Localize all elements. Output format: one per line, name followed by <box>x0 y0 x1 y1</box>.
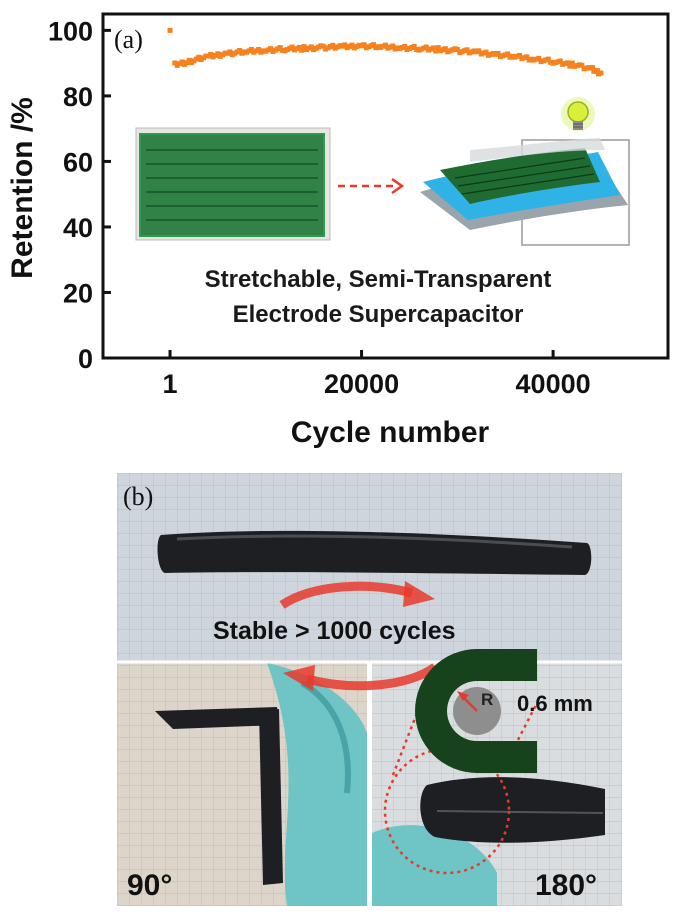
data-point <box>361 42 367 48</box>
data-point <box>167 27 173 33</box>
panel-b-label: (b) <box>123 482 153 511</box>
data-point <box>476 48 482 54</box>
stable-cycles-label: Stable > 1000 cycles <box>213 617 456 645</box>
data-point <box>227 49 233 55</box>
data-point <box>594 68 600 74</box>
data-point <box>248 46 254 52</box>
data-point <box>590 65 596 71</box>
y-tick-label: 100 <box>48 16 93 46</box>
data-point <box>371 42 377 48</box>
y-axis-title: Retention /% <box>6 97 39 279</box>
data-point <box>564 60 570 66</box>
data-point <box>567 63 573 69</box>
data-point <box>296 44 302 50</box>
data-point <box>277 45 283 51</box>
angle-180-label: 180° <box>535 869 597 902</box>
data-point <box>383 42 388 48</box>
light-bulb-icon <box>561 97 595 131</box>
y-tick-label: 80 <box>63 82 93 112</box>
caption-line-1: Stretchable, Semi-Transparent <box>205 266 552 293</box>
data-point <box>268 46 274 52</box>
data-point <box>569 60 575 66</box>
data-point <box>483 49 489 55</box>
panel-a-chart: 0 20 40 60 80 100 1 20000 40000 (a) Retention /… <box>6 12 670 449</box>
electrode-photo-inset <box>135 127 331 241</box>
data-point <box>256 46 262 52</box>
data-point <box>433 48 439 54</box>
data-point <box>236 48 242 54</box>
panel-b-photo: (b) Stable > 1000 cycles R 0.6 mm 90° 18… <box>117 473 622 906</box>
data-point <box>454 47 460 53</box>
data-point <box>299 47 305 53</box>
radius-symbol: R <box>481 690 493 709</box>
data-point <box>430 45 436 51</box>
data-point <box>557 58 563 64</box>
data-point <box>545 56 551 62</box>
data-point <box>435 45 441 51</box>
data-series <box>167 27 604 77</box>
x-axis-title: Cycle number <box>291 416 490 449</box>
y-axis: 0 20 40 60 80 100 <box>48 16 111 374</box>
x-tick-label: 40000 <box>516 369 591 399</box>
data-point <box>349 42 355 48</box>
data-point <box>505 51 511 57</box>
data-point <box>579 62 585 68</box>
data-point <box>320 43 326 49</box>
y-tick-label: 0 <box>78 344 93 374</box>
data-point <box>208 51 214 57</box>
data-point <box>301 44 307 50</box>
y-tick-label: 20 <box>63 278 93 308</box>
angle-90-label: 90° <box>127 869 172 902</box>
x-tick-label: 20000 <box>324 369 399 399</box>
data-point <box>517 52 523 58</box>
y-tick-label: 40 <box>63 213 93 243</box>
caption-line-2: Electrode Supercapacitor <box>233 301 524 328</box>
data-point <box>342 42 348 48</box>
x-tick-label: 1 <box>163 369 178 399</box>
x-axis: 1 20000 40000 <box>163 350 591 399</box>
data-point <box>536 55 542 61</box>
cycle-arrows-icon <box>279 581 438 691</box>
data-point <box>289 44 295 50</box>
data-point <box>402 43 408 49</box>
data-point <box>308 44 314 50</box>
bend-90-photo <box>117 661 367 906</box>
data-point <box>411 43 417 49</box>
radius-value: 0.6 mm <box>517 691 593 716</box>
y-tick-label: 60 <box>63 147 93 177</box>
straight-tube-photo <box>117 473 622 663</box>
bending-radius-diagram <box>415 649 537 773</box>
data-point <box>423 44 429 50</box>
data-point <box>330 42 336 48</box>
panel-a-label: (a) <box>114 25 143 54</box>
data-point <box>390 43 396 49</box>
data-point <box>215 51 221 57</box>
data-point <box>442 46 448 52</box>
plot-frame <box>101 12 670 360</box>
data-point <box>464 47 470 53</box>
data-point <box>524 54 530 60</box>
data-point <box>495 50 501 56</box>
dashed-arrow-icon <box>338 177 405 195</box>
data-point <box>598 70 604 76</box>
device-illustration-inset <box>420 138 630 246</box>
